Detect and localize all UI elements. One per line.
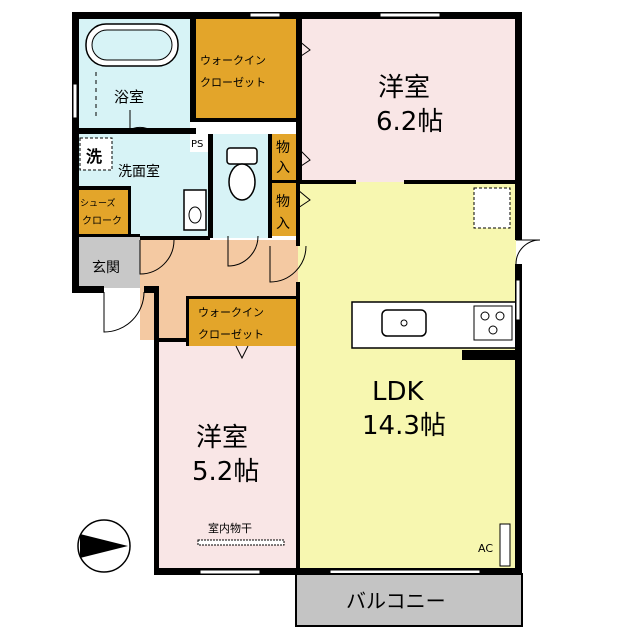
washbasin-icon [183,189,207,231]
walk-in-closet-mid [186,296,298,346]
fridge-icon [473,187,511,229]
entrance [78,236,140,288]
laundry-label: 洗 [86,147,102,166]
door-arc-washroom [139,239,175,275]
stove-icon [473,305,513,341]
door-arc-entrance [103,291,145,333]
ldk-room [298,182,516,572]
wic-top-label-2: クローゼット [200,76,266,89]
ldk-name: LDK [372,377,425,407]
kitchen-sink [381,309,427,337]
storage-2-label-b: 入 [276,216,290,232]
ldk-size: 14.3帖 [362,411,446,441]
door-arc-toilet [227,235,259,267]
storage-2 [272,182,298,236]
ps-shaft [190,134,208,152]
shoe-cloak-label-2: クローク [82,215,122,227]
ps-label: PS [191,139,203,150]
storage-1 [272,134,298,180]
washer-icon [79,137,113,171]
door-arc-balcony-side [515,239,541,265]
shoe-cloak [78,190,128,234]
western-b-size: 5.2帖 [192,457,259,487]
western-b-name: 洋室 [196,423,248,453]
drying-bar [197,539,285,546]
western-a-size: 6.2帖 [376,107,443,137]
north-arrow-icon [77,519,131,573]
entrance-label: 玄関 [92,259,120,276]
bath-label: 浴室 [114,88,144,106]
washroom-label: 洗面室 [118,163,160,180]
kitchen-counter [351,301,517,349]
wic-mid-label-2: クローゼット [198,328,264,341]
balcony-label: バルコニー [346,589,446,613]
western-room-b [158,340,298,572]
storage-1-label-a: 物 [276,140,290,156]
storage-2-label-a: 物 [276,194,290,210]
sink-drain-icon [400,319,408,327]
ac-label: AC [478,542,493,555]
wic-top-label-1: ウォークイン [200,54,266,67]
storage-1-label-b: 入 [276,160,290,176]
toilet-icon [226,147,258,201]
wic-mid-label-1: ウォークイン [198,306,264,319]
balcony [296,574,522,626]
kitchen-wall-stub [462,350,516,360]
drying-label: 室内物干 [208,521,252,535]
shoe-cloak-label-1: シューズ [80,197,116,209]
walk-in-closet-top [190,18,298,118]
western-a-name: 洋室 [378,73,430,103]
balcony-outline [295,573,523,627]
western-room-a [298,18,516,182]
door-arc-ldk [269,245,307,283]
ac-unit [499,523,511,567]
